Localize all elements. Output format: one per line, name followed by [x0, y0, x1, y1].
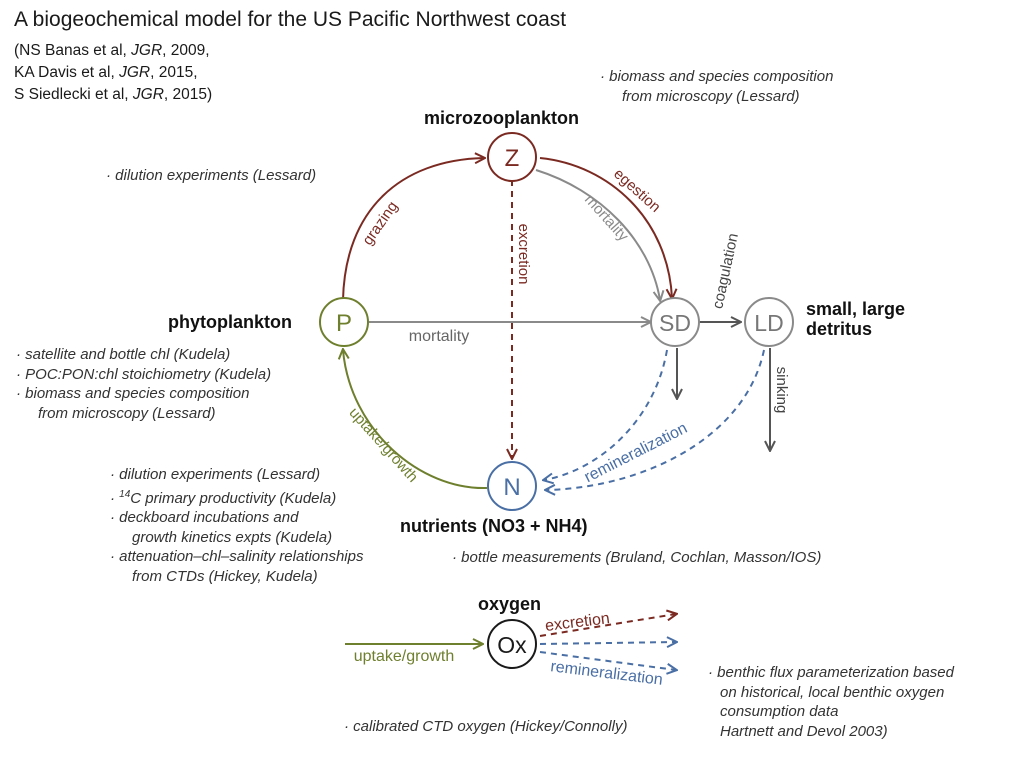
note-bottle: · bottle measurements (Bruland, Cochlan,…: [452, 548, 821, 568]
node-ox-label: Ox: [497, 632, 527, 658]
detritus-label-line-2: detritus: [806, 319, 873, 339]
note-line: · deckboard incubations and: [110, 509, 299, 526]
note-line: · biomass and species composition: [600, 68, 834, 85]
oxygen-label: oxygen: [478, 594, 542, 614]
note-line: Hartnett and Devol 2003): [720, 722, 888, 740]
note-line: · dilution experiments (Lessard): [106, 167, 317, 184]
note-line: on historical, local benthic oxygen: [720, 683, 945, 701]
note-line: from microscopy (Lessard): [622, 87, 800, 105]
node-ld-label: LD: [754, 310, 783, 336]
note-line: consumption data: [720, 703, 839, 720]
detritus-label-line-1: small, large: [806, 299, 906, 319]
note-phytoplankton: · satellite and bottle chl (Kudela) · PO…: [16, 345, 271, 423]
zoo-excretion-label: excretion: [515, 224, 532, 285]
note-line: · attenuation–chl–salinity relationships: [110, 548, 364, 565]
node-ld: LD: [744, 297, 794, 347]
nutrients-label: nutrients (NO3 + NH4): [400, 516, 588, 536]
coagulation-label: coagulation: [709, 232, 742, 311]
note-zoo-microscopy: · biomass and species composition from m…: [600, 67, 833, 106]
note-line: from microscopy (Lessard): [38, 404, 216, 422]
node-ox: Ox: [487, 619, 537, 669]
note-line: · dilution experiments (Lessard): [110, 466, 321, 483]
node-z-label: Z: [505, 145, 520, 172]
uptake-growth-arrow: [343, 350, 488, 490]
note-line: · POC:PON:chl stoichiometry (Kudela): [16, 365, 272, 383]
ox-excretion-arrow: [539, 614, 676, 637]
reference-line-3: S Siedlecki et al, JGR, 2015): [14, 86, 213, 103]
note-line: growth kinetics expts (Kudela): [132, 528, 333, 546]
node-p-label: P: [336, 310, 352, 337]
note-line: · satellite and bottle chl (Kudela): [16, 346, 231, 363]
note-dilution-grazing: · dilution experiments (Lessard): [106, 166, 316, 186]
note-line: · bottle measurements (Bruland, Cochlan,…: [452, 549, 822, 566]
egestion-arrow: [539, 157, 672, 298]
microzooplankton-label: microzooplankton: [424, 108, 580, 128]
ox-remineralization-arrow-1: [539, 642, 676, 644]
node-sd: SD: [650, 297, 700, 347]
reference-line-2: KA Davis et al, JGR, 2015,: [14, 64, 198, 81]
note-line: · calibrated CTD oxygen (Hickey/Connolly…: [344, 718, 628, 735]
note-line: · 14C primary productivity (Kudela): [110, 488, 337, 507]
reference-line-1: (NS Banas et al, JGR, 2009,: [14, 42, 210, 59]
phytoplankton-label: phytoplankton: [168, 312, 292, 332]
note-text: C primary productivity (Kudela): [130, 489, 337, 507]
ox-excretion-label: excretion: [544, 610, 611, 635]
references: (NS Banas et al, JGR, 2009, KA Davis et …: [14, 40, 212, 106]
node-p: P: [319, 297, 369, 347]
ox-remineralization-arrow-2: [539, 651, 676, 670]
note-line: · benthic flux parameterization based: [708, 664, 954, 681]
note-benthic: · benthic flux parameterization based on…: [708, 663, 954, 741]
ox-remineralization-label: remineralization: [549, 658, 663, 689]
page-title: A biogeochemical model for the US Pacifi…: [14, 8, 567, 31]
sd-remineralization-arrow: [544, 349, 668, 480]
zoo-mortality-arrow: [535, 169, 660, 300]
node-n: N: [487, 461, 537, 511]
ox-uptake-label: uptake/growth: [354, 648, 455, 665]
node-n-label: N: [503, 474, 520, 501]
node-sd-label: SD: [659, 310, 691, 336]
note-ctd-oxygen: · calibrated CTD oxygen (Hickey/Connolly…: [344, 717, 627, 737]
grazing-label: grazing: [359, 198, 401, 248]
ld-remineralization-arrow: [546, 349, 765, 490]
zoo-mortality-label: mortality: [581, 191, 632, 245]
node-z: Z: [487, 132, 537, 182]
note-line: from CTDs (Hickey, Kudela): [132, 567, 318, 585]
remineralization-label: remineralization: [582, 420, 690, 486]
note-line: · biomass and species composition: [16, 385, 250, 402]
detritus-label: small, large detritus: [806, 299, 905, 339]
sinking-label: sinking: [773, 367, 790, 414]
superscript-14: 14: [119, 488, 131, 500]
note-growth: · dilution experiments (Lessard) · 14C p…: [110, 465, 363, 586]
phyto-mortality-label: mortality: [409, 328, 469, 345]
grazing-arrow: [342, 158, 484, 301]
